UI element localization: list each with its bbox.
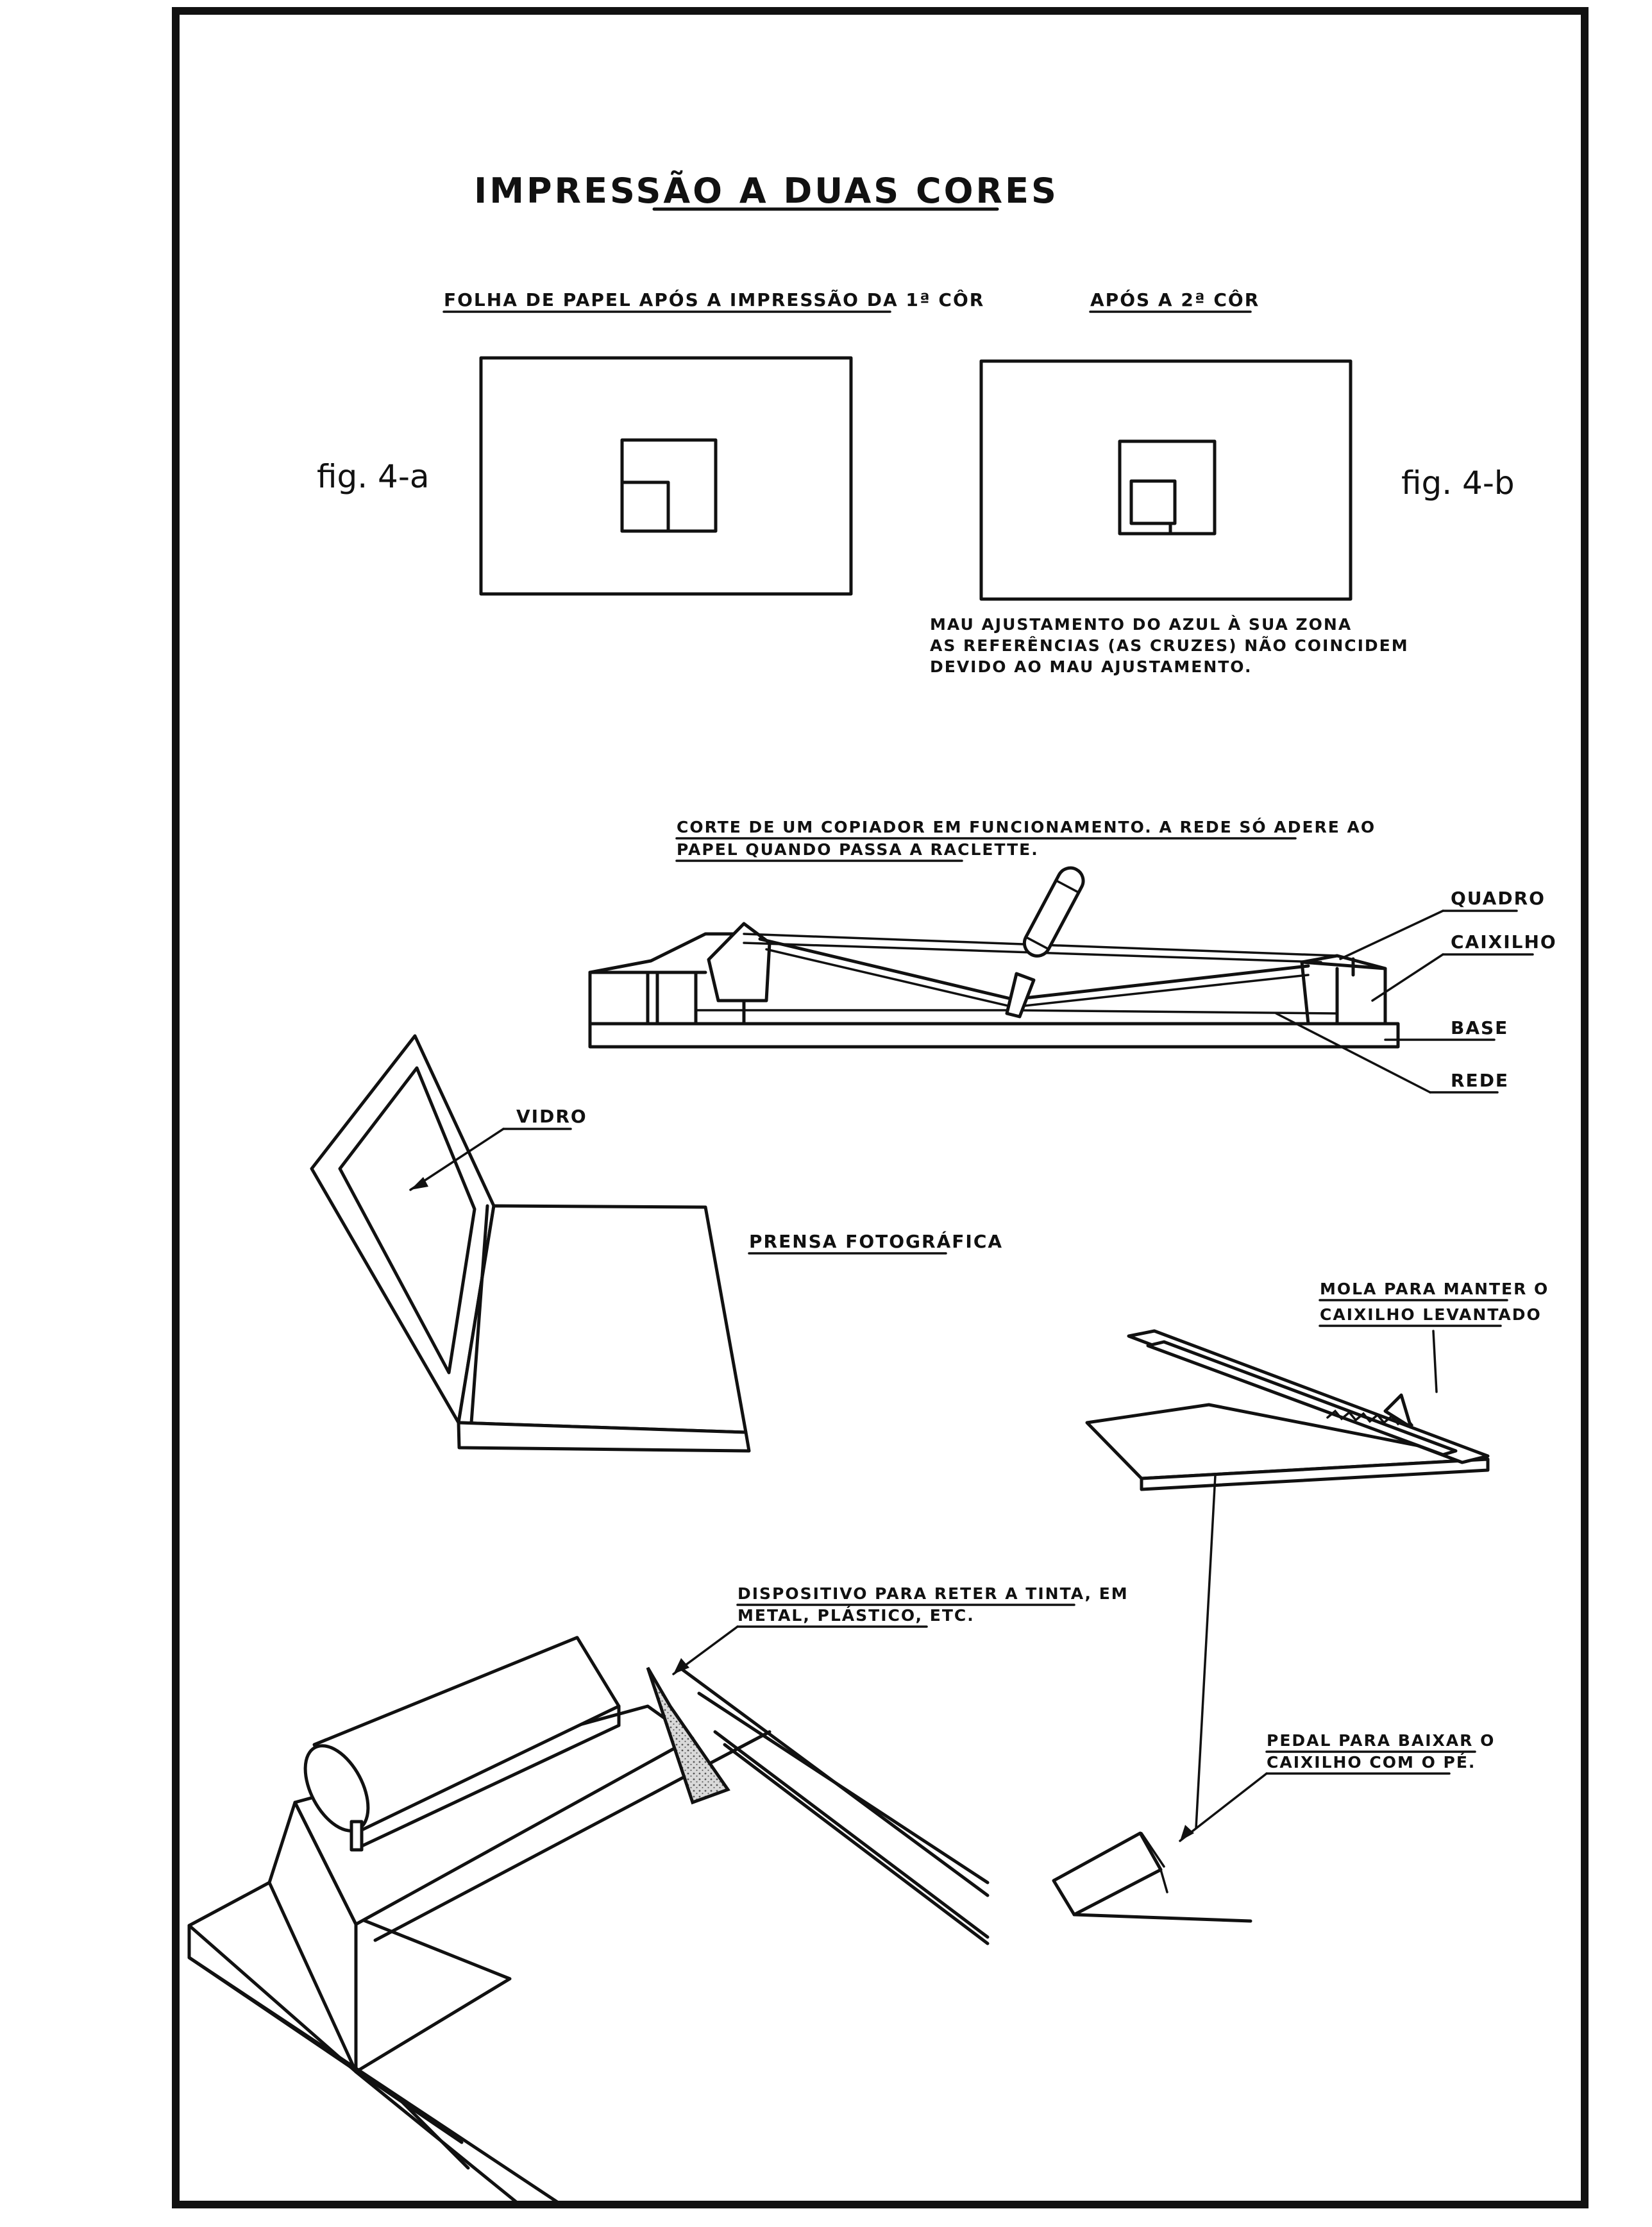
figure-4b-caption: APÓS A 2ª CÔR [1090,289,1260,310]
press-base-top [457,1204,748,1434]
copier-section: CORTE DE UM COPIADOR EM FUNCIONAMENTO. A… [588,817,1557,1094]
leader-vidro [409,1128,505,1191]
paper-sheet-4a [479,356,853,596]
ink-roller [303,1636,621,1852]
raclette-squeegee [1022,866,1085,958]
photo-press: VIDRO PRENSA FOTOGRÁFICA [310,1034,1003,1453]
paper-sheet-4b [979,359,1353,601]
press-base-front [457,1421,751,1453]
spring-caption-line-2: CAIXILHO LEVANTADO [1320,1305,1542,1324]
figure-4a: FOLHA DE PAPEL APÓS A IMPRESSÃO DA 1ª CÔ… [317,289,984,596]
pedal-floor-line [1072,1913,1252,1923]
figure-4b-note-line-2: AS REFERÊNCIAS (AS CRUZES) NÃO COINCIDEM [930,636,1409,655]
pedal-block [1052,1831,1163,1917]
spring-caption-line-1: MOLA PARA MANTER O [1320,1280,1549,1298]
label-base: BASE [1451,1017,1508,1038]
label-rede: REDE [1451,1070,1509,1091]
copier-base [588,1022,1400,1049]
ink-retainer [646,1666,730,1805]
label-caixilho: CAIXILHO [1451,931,1557,953]
figure-4b-note-line-3: DEVIDO AO MAU AJUSTAMENTO. [930,657,1252,676]
raclette-blade [1005,972,1036,1019]
leader-quadro [1339,910,1444,960]
sheet-border [172,7,1589,2208]
pedal-caption-line-1: PEDAL PARA BAIXAR O [1267,1731,1495,1750]
spring-coil [1326,1409,1413,1427]
figure-4b-note-line-1: MAU AJUSTAMENTO DO AZUL À SUA ZONA [930,615,1352,634]
ink-caption-line-1: DISPOSITIVO PARA RETER A TINTA, EM [738,1584,1129,1603]
figure-4b-label: fig. 4-b [1401,464,1515,502]
figure-4b: APÓS A 2ª CÔR fig. 4-b MAU AJUSTAMENTO D… [930,289,1515,676]
leader-rede [1275,1012,1431,1094]
pedal-cord [1195,1474,1217,1829]
figure-4a-label: fig. 4-a [317,458,430,495]
page-title: IMPRESSÃO A DUAS CORES [474,171,1059,211]
inner-square-4b [1129,479,1177,525]
pedal-caption-line-2: CAIXILHO COM O PÉ. [1267,1753,1476,1772]
copier-caption-line-2: PAPEL QUANDO PASSA A RACLETTE. [677,840,1039,859]
press-lid-glass [338,1066,476,1375]
spring-frame: MOLA PARA MANTER O CAIXILHO LEVANTADO [1085,1280,1549,1491]
press-caption: PRENSA FOTOGRÁFICA [749,1230,1003,1252]
leader-caixilho [1371,953,1444,1002]
ink-caption-line-2: METAL, PLÁSTICO, ETC. [738,1606,975,1625]
figure-4a-caption: FOLHA DE PAPEL APÓS A IMPRESSÃO DA 1ª CÔ… [444,289,984,310]
label-vidro: VIDRO [516,1106,587,1127]
label-quadro: QUADRO [1451,888,1546,909]
leader-pedal [1179,1772,1268,1842]
leader-spring [1432,1330,1438,1393]
inner-square-4a [620,480,670,533]
pedal-assembly: PEDAL PARA BAIXAR O CAIXILHO COM O PÉ. [1052,1474,1495,1923]
ink-tray: DISPOSITIVO PARA RETER A TINTA, EM METAL… [187,1584,1129,2206]
copier-caption-line-1: CORTE DE UM COPIADOR EM FUNCIONAMENTO. A… [677,817,1376,836]
outer-square-4b [1118,439,1217,536]
